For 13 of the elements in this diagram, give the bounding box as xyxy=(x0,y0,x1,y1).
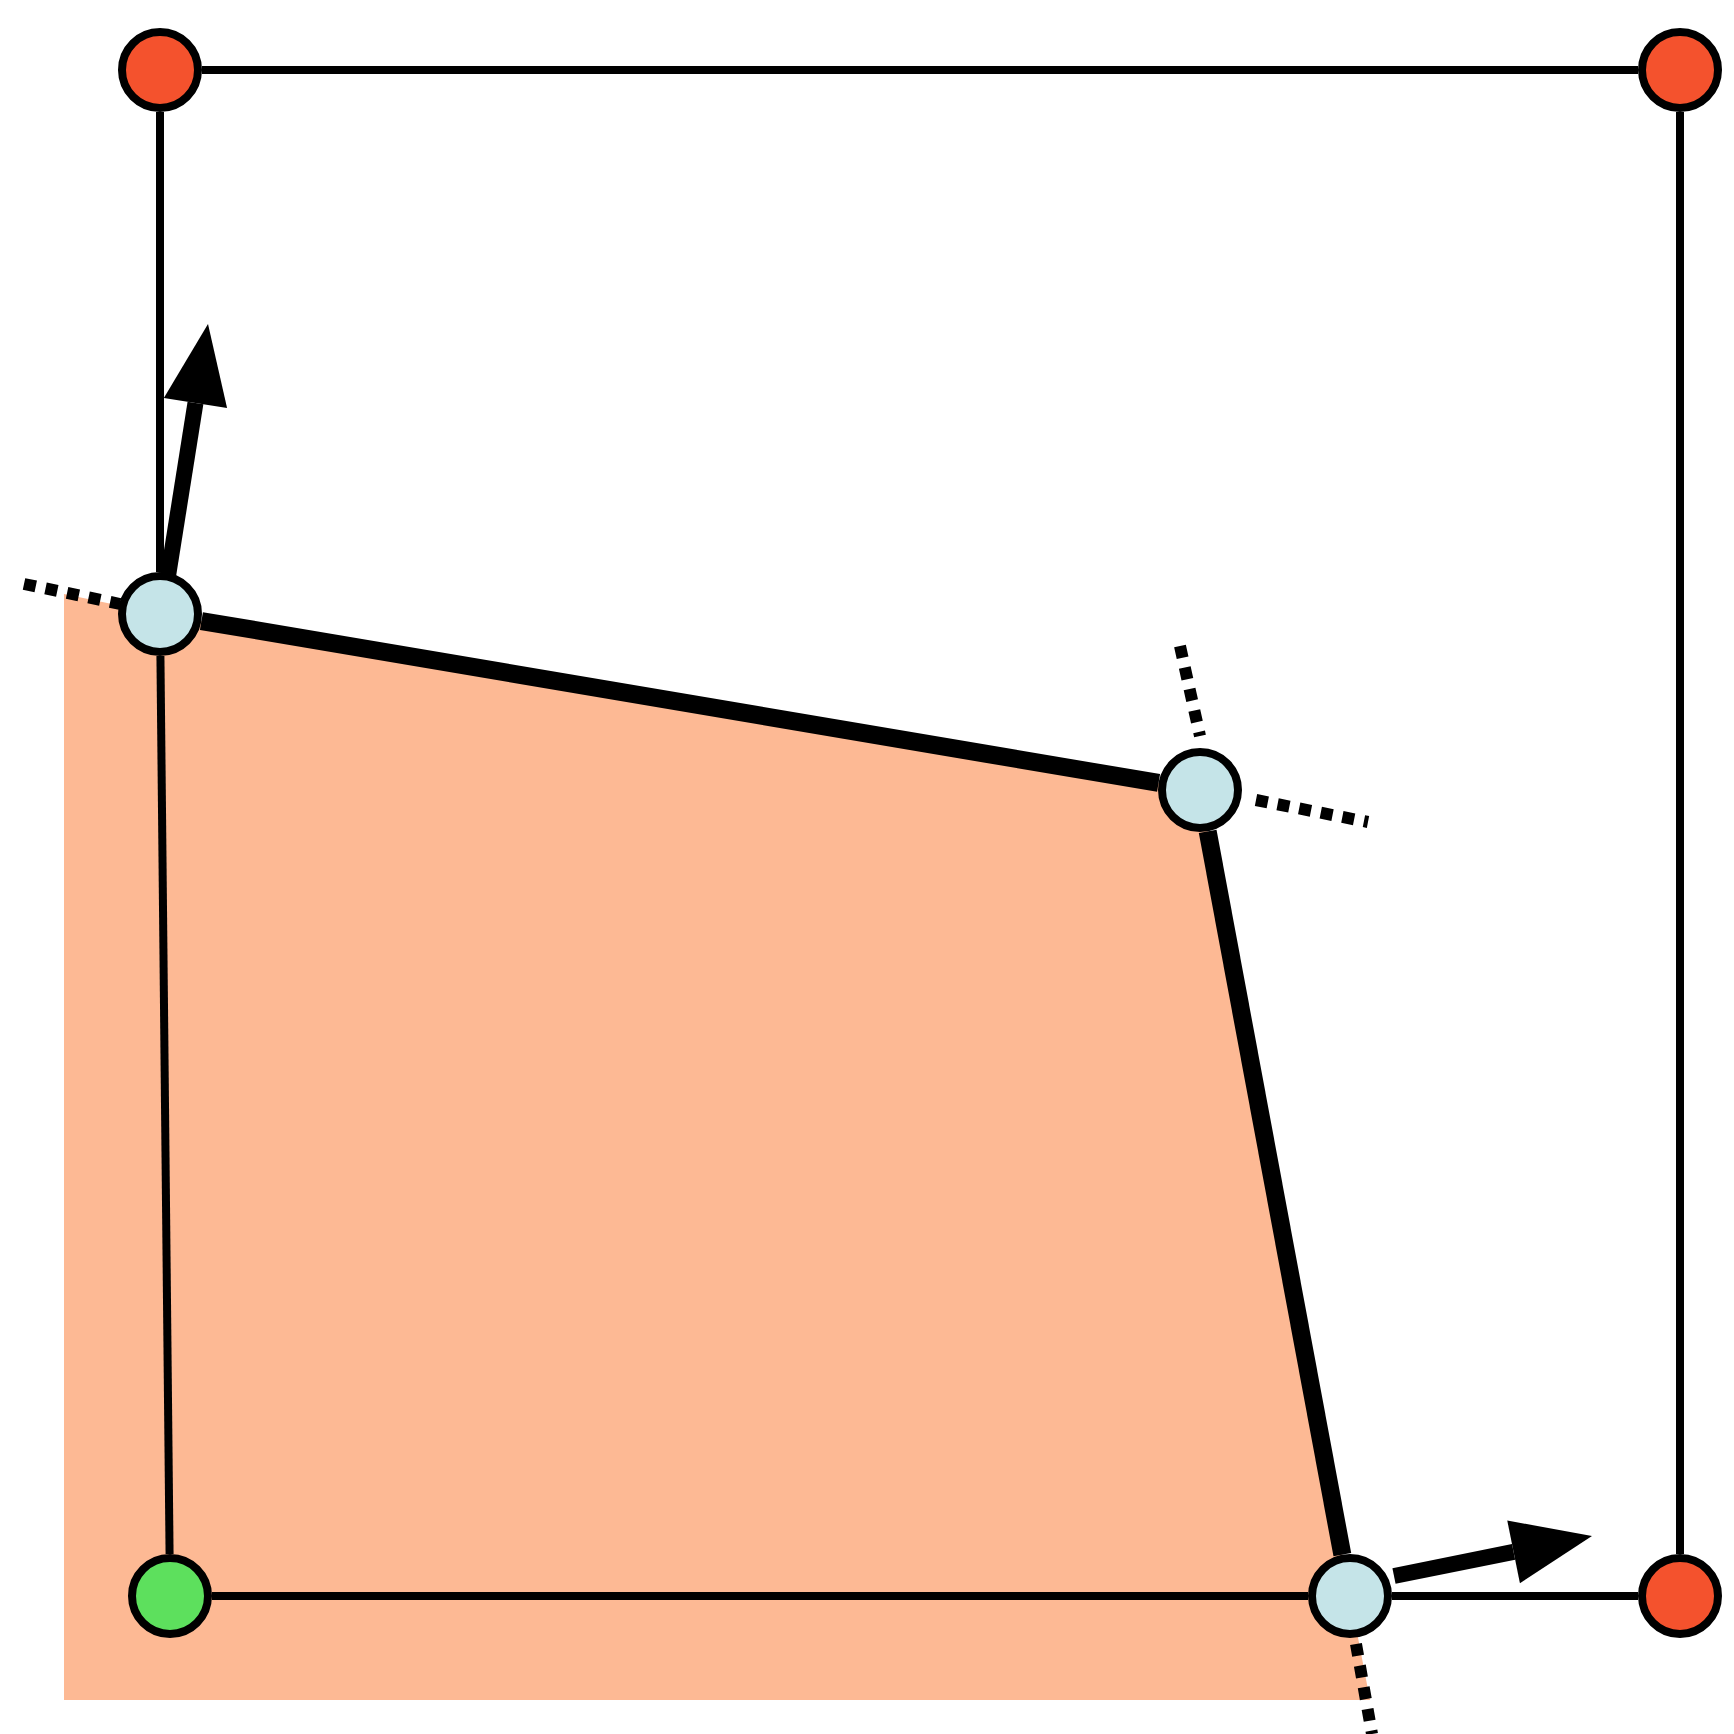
vertex-circle xyxy=(118,28,202,112)
line xyxy=(156,112,164,572)
thick-line xyxy=(1198,829,1352,1557)
vertex-circle xyxy=(1638,1554,1722,1638)
vertex-circle xyxy=(1158,748,1242,832)
line xyxy=(212,1592,1308,1600)
vertex-circle xyxy=(1638,28,1722,112)
line xyxy=(156,655,174,1555)
thick-line xyxy=(199,612,1161,792)
line xyxy=(1676,112,1684,1554)
vertex-circle xyxy=(1308,1554,1392,1638)
line xyxy=(202,66,1638,74)
line xyxy=(1392,1592,1638,1600)
